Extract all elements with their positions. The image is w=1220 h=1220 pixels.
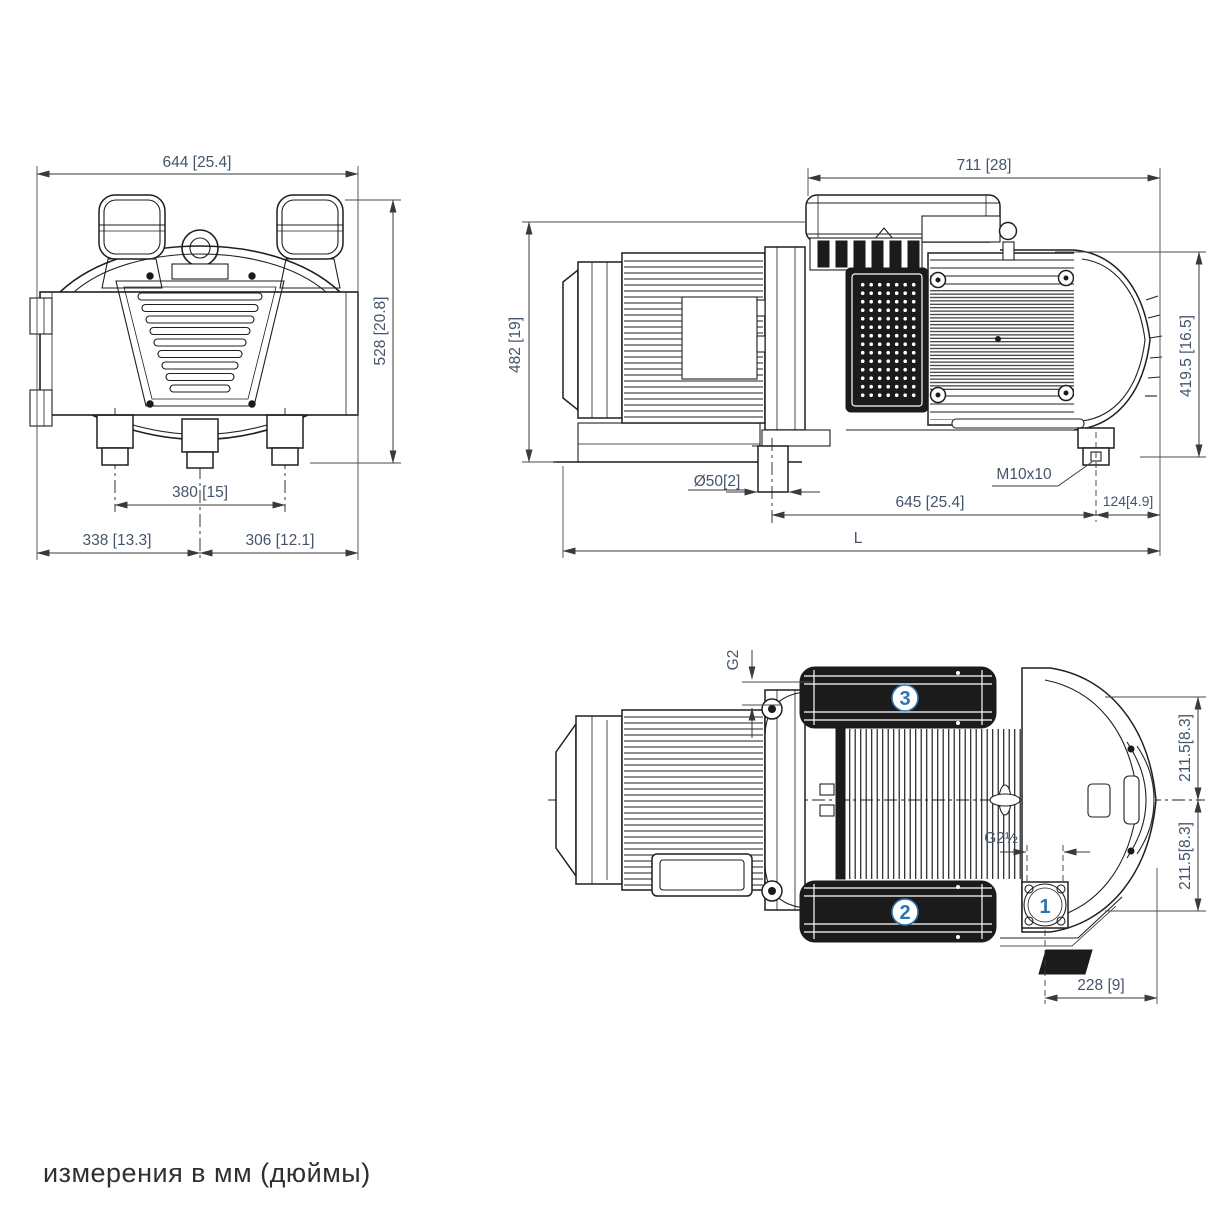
front-dimensions: 644 [25.4] 528 [20.8] 380 [15] 338 [13.3… [36, 154, 401, 560]
housing-dome [59, 245, 341, 293]
inlet-flange: 1 [1021, 881, 1069, 929]
callout-1: 1 [1039, 896, 1050, 918]
coupling-bracket [756, 246, 831, 447]
bracket-top [761, 689, 835, 911]
label-foot-thread: M10x10 [996, 466, 1052, 483]
motor-top [555, 709, 766, 897]
drain-pipe [752, 438, 794, 524]
muffler-left-end [98, 194, 166, 289]
side-dimensions: 711 [28] 482 [19] 419.5 [16.5] Ø50[2] 64… [507, 157, 1206, 558]
eyebolt [998, 221, 1018, 261]
end-cover-top [989, 667, 1157, 975]
cooling-grille [115, 280, 285, 407]
foot-left [96, 414, 134, 449]
front-view-drawing [29, 194, 359, 560]
foot-right [266, 414, 304, 449]
dim-port-g2-half: G2½ [984, 830, 1018, 847]
front-view: 644 [25.4] 528 [20.8] 380 [15] 338 [13.3… [29, 154, 401, 560]
top-view: 3 2 1 G2 G2½ 2 1 [548, 650, 1206, 1004]
callout-circle-3 [891, 684, 919, 712]
skid-rail [951, 418, 1085, 429]
dim-front-height: 528 [20.8] [372, 297, 389, 366]
junction-box [651, 853, 753, 897]
dim-center-to-top: 211.5[8.3] [1177, 714, 1194, 782]
side-view: 711 [28] 482 [19] 419.5 [16.5] Ø50[2] 64… [507, 157, 1206, 558]
callout-3: 3 [899, 688, 910, 710]
foot-pad [1038, 949, 1093, 975]
motor-nameplate [681, 296, 758, 380]
dim-left-span: 338 [13.3] [83, 532, 152, 549]
pump-barrel-side [927, 252, 1077, 426]
muffler-top-plan: 3 [799, 666, 997, 729]
side-tab [29, 297, 53, 335]
callout-circle-2 [891, 898, 919, 926]
muffler-side [805, 194, 1001, 243]
dim-right-span: 306 [12.1] [246, 532, 315, 549]
dim-side-total-height: 482 [19] [507, 317, 524, 373]
perforated-plate [845, 267, 929, 413]
dim-foot-end: 124[4.9] [1103, 493, 1154, 509]
dim-port-g2: G2 [725, 650, 742, 671]
callout-2: 2 [899, 902, 910, 924]
muffler-right-end [276, 194, 344, 289]
tie-bolts [929, 269, 1075, 404]
motor-side [562, 252, 766, 463]
dim-front-width: 644 [25.4] [163, 154, 232, 171]
top-view-drawing: 3 2 1 [548, 666, 1205, 975]
lifting-eye [181, 229, 219, 267]
units-note: измерения в мм (дюймы) [43, 1158, 371, 1188]
foot-rear [1077, 427, 1115, 470]
dim-inlet-offset: 228 [9] [1077, 977, 1124, 994]
dim-side-top-width: 711 [28] [957, 157, 1012, 174]
side-view-drawing [553, 194, 1163, 524]
dim-drain-pipe: Ø50[2] [694, 473, 741, 490]
end-cover-side [1000, 249, 1163, 431]
foot-center [181, 418, 219, 453]
dim-side-body-height: 419.5 [16.5] [1178, 315, 1195, 397]
muffler-bottom-plan: 2 [799, 880, 997, 943]
name-plate [171, 263, 229, 280]
dim-center-to-bottom: 211.5[8.3] [1177, 822, 1194, 890]
dim-total-length: L [854, 530, 863, 547]
dim-foot-span: 645 [25.4] [896, 494, 965, 511]
top-dimensions: G2 G2½ 211.5[8.3] 211.5[8.3] 228 [9] [725, 650, 1206, 1004]
dim-feet-span: 380 [15] [172, 484, 228, 501]
